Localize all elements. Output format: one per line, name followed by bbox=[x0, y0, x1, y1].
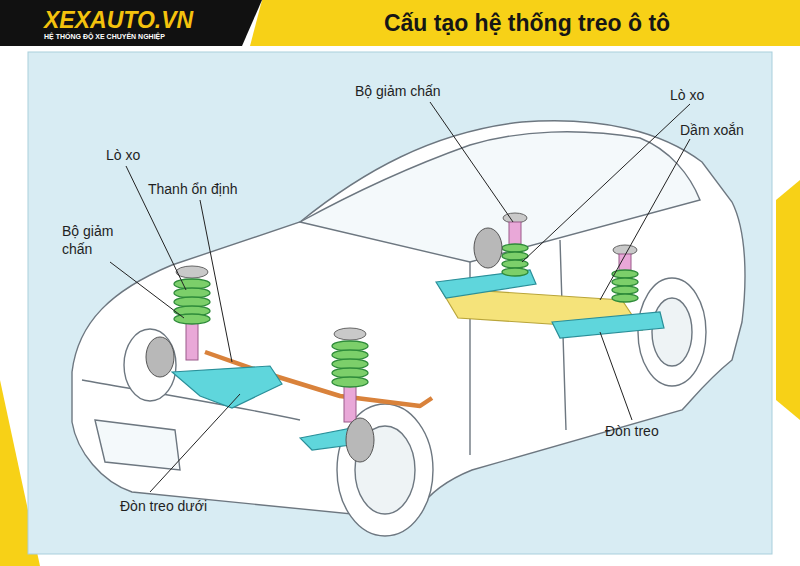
logo-text: XEXAUTO.VN bbox=[44, 7, 193, 33]
car-outline bbox=[72, 121, 745, 536]
rear-strut bbox=[474, 213, 528, 276]
part-label: Bộ giảm chấn bbox=[355, 82, 441, 100]
logo-plate bbox=[0, 0, 262, 46]
front-strut bbox=[332, 328, 374, 462]
rear-strut bbox=[612, 245, 638, 302]
diagram-panel bbox=[28, 52, 772, 554]
lower-arm bbox=[172, 366, 282, 408]
front-strut bbox=[146, 266, 210, 377]
trailing-arm bbox=[552, 312, 664, 338]
part-label: Đòn treo dưới bbox=[120, 497, 207, 515]
logo-slogan: HỆ THỐNG ĐỘ XE CHUYÊN NGHIỆP bbox=[44, 33, 165, 41]
leader-lines bbox=[110, 102, 690, 492]
part-label: Lò xo bbox=[106, 146, 140, 164]
header-bar bbox=[250, 0, 800, 46]
part-label: Bộ giảm chấn bbox=[62, 222, 140, 258]
page-title: Cấu tạo hệ thống treo ô tô bbox=[262, 0, 792, 46]
part-label: Thanh ổn định bbox=[148, 180, 238, 198]
header-ground bbox=[0, 0, 800, 46]
part-label: Lò xo bbox=[670, 86, 704, 104]
part-label: Đòn treo bbox=[605, 422, 659, 440]
part-label: Dầm xoắn bbox=[680, 121, 744, 139]
corner-accent bbox=[776, 180, 800, 420]
